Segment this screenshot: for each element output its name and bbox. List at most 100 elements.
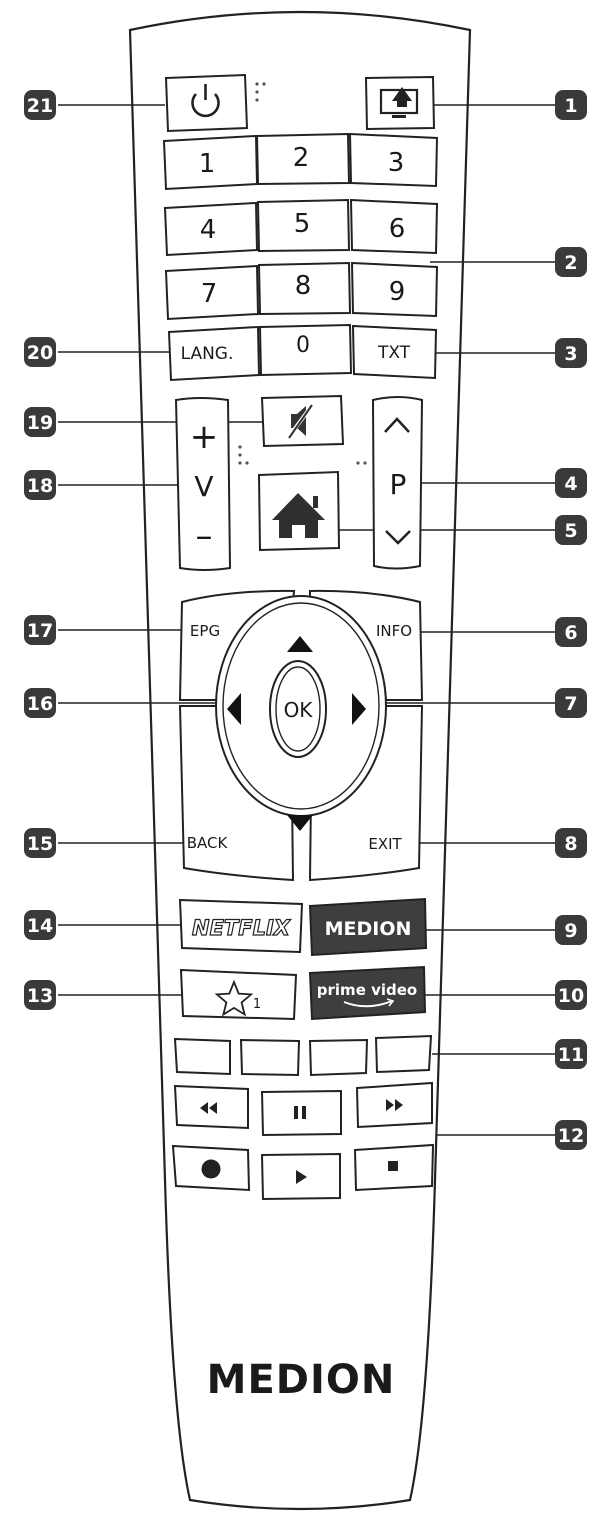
key-2[interactable] [255, 132, 351, 186]
arrow-left-icon[interactable] [227, 693, 241, 725]
mute-button[interactable] [260, 394, 345, 448]
mute-icon [286, 402, 315, 440]
pause-icon [294, 1106, 306, 1119]
power-icon [191, 84, 220, 118]
key-6-label: 6 [389, 214, 406, 244]
rewind-button[interactable] [173, 1084, 249, 1130]
color-key-yellow[interactable] [308, 1038, 369, 1077]
medion-logo: MEDION [207, 1357, 396, 1403]
callout-badge: 12 [555, 1120, 587, 1150]
callout-number: 7 [564, 693, 577, 715]
callout-badge: 18 [24, 470, 56, 500]
callout-badge-shape [555, 828, 587, 858]
epg-label: EPG [190, 622, 220, 640]
medion-key-label: MEDION [325, 918, 412, 940]
power-button[interactable] [164, 73, 249, 133]
source-button[interactable] [364, 75, 436, 131]
arrow-right-icon[interactable] [352, 693, 366, 725]
callout-badge-shape [24, 828, 56, 858]
volume-minus-label: – [196, 516, 213, 556]
media-keys [171, 1081, 435, 1201]
braille-dots-volume [238, 445, 249, 465]
color-key-red[interactable] [173, 1037, 231, 1076]
record-button[interactable] [171, 1144, 251, 1192]
callout-badge: 14 [24, 910, 56, 940]
braille-dots-power [255, 82, 266, 102]
key-7[interactable] [164, 264, 260, 321]
callout-number: 13 [27, 985, 53, 1007]
callout-badge-shape [555, 1039, 587, 1069]
program-rocker[interactable]: P [371, 396, 424, 570]
txt-button[interactable] [351, 324, 438, 380]
home-button[interactable] [257, 470, 341, 552]
stop-button[interactable] [353, 1143, 435, 1192]
callout-number: 12 [558, 1125, 584, 1147]
key-3[interactable] [348, 132, 439, 188]
key-1-label: 1 [199, 149, 216, 179]
exit-label: EXIT [368, 835, 402, 853]
key-6[interactable] [349, 198, 439, 255]
key-3-label: 3 [388, 148, 405, 178]
ok-button-inner [275, 666, 321, 752]
key-2-label: 2 [293, 143, 310, 173]
callout-badge-shape [24, 337, 56, 367]
callout-number: 8 [564, 833, 577, 855]
callout-badge: 6 [555, 617, 587, 647]
ok-button[interactable] [269, 660, 327, 758]
fast-forward-button[interactable] [355, 1081, 433, 1129]
pause-button[interactable] [260, 1089, 342, 1137]
arrow-up-icon[interactable] [287, 636, 313, 652]
key-8[interactable] [257, 261, 352, 316]
source-input-icon [379, 87, 419, 118]
program-letter: P [390, 468, 407, 501]
callout-number: 16 [27, 693, 53, 715]
prime-video-label: prime video [317, 981, 417, 999]
callout-number: 4 [564, 473, 577, 495]
volume-rocker[interactable]: + V – [174, 397, 232, 571]
volume-letter: V [194, 470, 213, 503]
callout-badge-shape [24, 407, 56, 437]
callout-badge-shape [555, 688, 587, 718]
callout-badge-shape [555, 617, 587, 647]
key-0-label: 0 [296, 333, 310, 358]
home-icon [272, 493, 325, 538]
star-icon [214, 979, 254, 1017]
program-down-icon [385, 530, 411, 545]
callout-badge-shape [555, 980, 587, 1010]
key-4[interactable] [163, 201, 259, 257]
lang-label: LANG. [181, 344, 234, 364]
callout-badge: 3 [555, 338, 587, 368]
callout-number: 19 [27, 412, 53, 434]
color-key-green[interactable] [239, 1038, 301, 1077]
callout-badge: 17 [24, 615, 56, 645]
key-8-label: 8 [295, 271, 312, 301]
callout-badge: 2 [555, 247, 587, 277]
callout-number: 2 [564, 252, 577, 274]
callout-number: 17 [27, 620, 53, 642]
callout-badge-shape [24, 688, 56, 718]
callout-badge-shape [555, 90, 587, 120]
back-label: BACK [187, 834, 229, 852]
callout-badge-shape [24, 470, 56, 500]
callout-number: 3 [564, 343, 577, 365]
callout-badge: 1 [555, 90, 587, 120]
key-0[interactable] [258, 323, 353, 377]
key-4-label: 4 [200, 215, 217, 245]
callout-badge: 11 [555, 1039, 587, 1069]
favorite-number: 1 [253, 997, 261, 1012]
prime-video-button[interactable]: prime video [308, 965, 427, 1021]
callout-badge: 20 [24, 337, 56, 367]
play-button[interactable] [260, 1152, 341, 1201]
lang-button[interactable] [167, 325, 261, 382]
callout-badge: 10 [555, 980, 587, 1010]
netflix-button[interactable]: NETFLIX [178, 898, 304, 954]
arrow-down-icon[interactable] [287, 815, 313, 831]
key-5[interactable] [256, 198, 351, 253]
color-key-blue[interactable] [374, 1034, 433, 1074]
key-9[interactable] [350, 261, 439, 318]
callout-number: 5 [564, 520, 577, 542]
favorite-button[interactable]: 1 [179, 968, 298, 1021]
medion-button[interactable]: MEDION [308, 897, 428, 957]
